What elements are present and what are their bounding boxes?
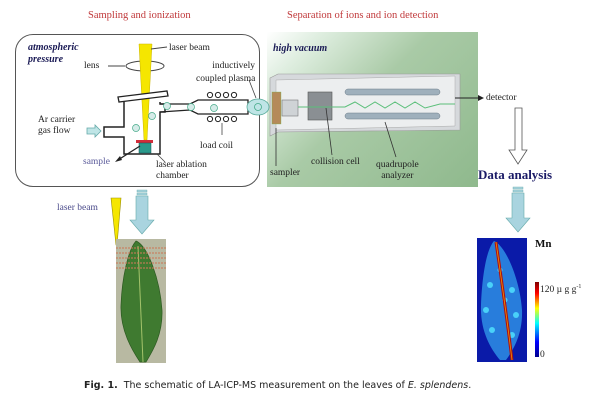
ablation-lines [116,247,166,269]
down-arrow-icon [508,107,528,165]
high-vacuum-label: high vacuum [273,43,328,54]
laser-beam-label: laser beam [169,43,210,53]
sample-holder [138,142,152,154]
lens-label: lens [84,61,100,71]
data-analysis-title: Data analysis [478,167,553,182]
quadrupole-label: quadrupole analyzer [376,160,419,182]
sampler-label: sampler [270,168,301,178]
separation-section-title: Separation of ions and ion detection [287,10,439,21]
quadrupole-rod [344,88,441,96]
colorbar-max-label: 120 µ g g-1 [540,282,581,296]
colorbar-max-value: 120 µ g g [540,285,577,296]
icp-label: inductively [195,61,255,72]
ion-icon [210,104,218,112]
ion-icon [148,112,156,120]
sample-label: sample [83,157,110,167]
collision-cell-icon [307,91,333,121]
caption-end: . [468,380,472,391]
quadrupole-rod [344,112,441,120]
atmospheric-label: atmospheric pressure [28,42,79,66]
ion-icon [187,103,195,111]
load-coil-icon [206,91,238,123]
chamber-label-line1: laser ablation [156,160,207,170]
colorbar [535,282,539,357]
figure-caption: Fig. 1. The schematic of LA-ICP-MS measu… [84,380,471,391]
quadrupole-label-line2: analyzer [381,171,414,181]
leaf-midrib [137,245,144,363]
ion-icon [163,102,171,110]
icp-label-line2: coupled plasma [196,74,256,84]
caption-text: The schematic of LA-ICP-MS measurement o… [123,380,405,391]
colorbar-min-label: 0 [540,350,545,360]
chamber-label: laser ablation chamber [156,160,207,182]
plasma-torch-icon [246,98,270,116]
colorbar-max-sup: -1 [576,284,582,290]
heatmap-element-label: Mn [535,238,552,250]
ar-gas-label-line1: Ar carrier [38,115,76,125]
chamber-label-line2: chamber [156,171,189,181]
sampling-section-title: Sampling and ionization [88,10,191,21]
gas-flow-arrow-icon [86,124,102,138]
ion-path [298,101,455,109]
detector-label: detector [486,93,517,103]
chamber-lid [117,90,169,103]
ar-gas-label-line2: gas flow [38,126,71,136]
sample-surface [136,140,153,143]
leaf-laser-beam-label: laser beam [57,203,98,213]
detector-arrow-icon [478,95,484,101]
collision-cell-label: collision cell [311,157,360,167]
quadrupole-label-line1: quadrupole [376,160,419,170]
down-arrow-icon [129,189,155,235]
laser-beam-pointer [150,46,168,50]
icp-label-line1: inductively [212,61,255,71]
ion-icon [132,124,140,132]
sample-pointer [117,145,141,161]
caption-species: E. splendens [407,380,469,391]
atmospheric-label-line1: atmospheric [28,42,79,53]
caption-label: Fig. 1. [84,380,118,391]
load-coil-label: load coil [200,141,233,151]
down-arrow-icon [505,186,531,233]
atmospheric-label-line2: pressure [28,54,64,65]
atmospheric-pressure-region [15,34,260,187]
sampler-cone [271,91,282,125]
ar-gas-label: Ar carrier gas flow [38,115,75,137]
